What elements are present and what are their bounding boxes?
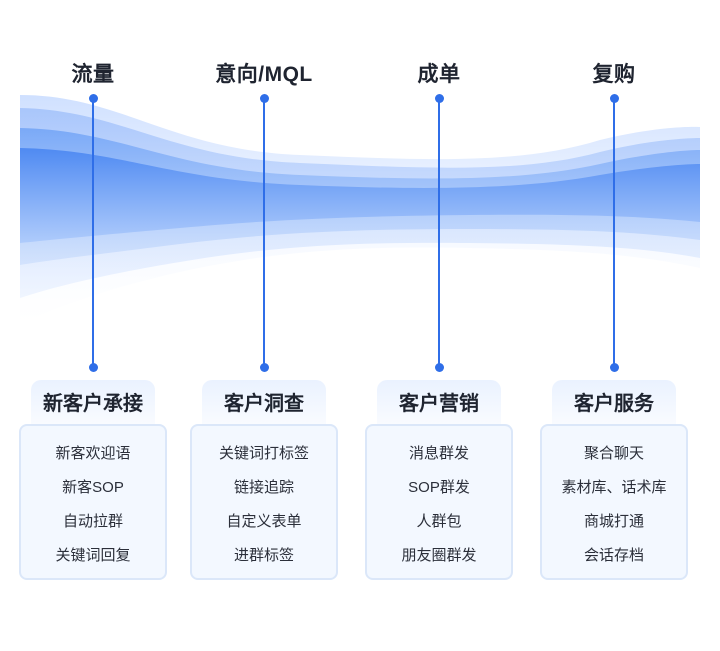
feature-card: 消息群发 SOP群发 人群包 朋友圈群发 [365,424,513,580]
feature-item: 消息群发 [408,445,469,462]
stage-connector-line [92,98,94,368]
feature-item: 新客SOP [62,479,124,496]
feature-item: 自定义表单 [226,513,302,530]
feature-item: 进群标签 [233,547,294,564]
feature-item: 朋友圈群发 [401,547,477,564]
feature-item: 素材库、话术库 [561,479,667,496]
feature-card: 关键词打标签 链接追踪 自定义表单 进群标签 [190,424,338,580]
feature-item: 商城打通 [583,513,644,530]
stage-bottom-dot [609,363,619,372]
feature-item: SOP群发 [408,479,470,496]
card-title: 客户服务 [552,380,676,424]
feature-item: 关键词打标签 [218,445,309,462]
flow-layer-4 [20,148,700,243]
feature-item: 自动拉群 [62,513,123,530]
stage-bottom-dot [88,363,98,372]
card-title: 新客户承接 [31,380,155,424]
feature-card: 聚合聊天 素材库、话术库 商城打通 会话存档 [540,424,688,580]
stage-connector-line [613,98,615,368]
feature-item: 关键词回复 [55,547,131,564]
feature-item: 链接追踪 [233,479,294,496]
feature-item: 新客欢迎语 [55,445,131,462]
stage-connector-line [263,98,265,368]
stage-connector-line [438,98,440,368]
card-title: 客户洞查 [202,380,326,424]
feature-item: 聚合聊天 [583,445,644,462]
stage-label: 流量 [71,63,115,86]
stage-label: 成单 [417,63,461,86]
feature-item: 会话存档 [583,547,644,564]
stage-label: 复购 [592,63,636,86]
card-title: 客户营销 [377,380,501,424]
feature-item: 人群包 [416,513,462,530]
feature-card: 新客欢迎语 新客SOP 自动拉群 关键词回复 [19,424,167,580]
stage-bottom-dot [259,363,269,372]
stage-bottom-dot [434,363,444,372]
stage-label: 意向/MQL [215,63,313,86]
